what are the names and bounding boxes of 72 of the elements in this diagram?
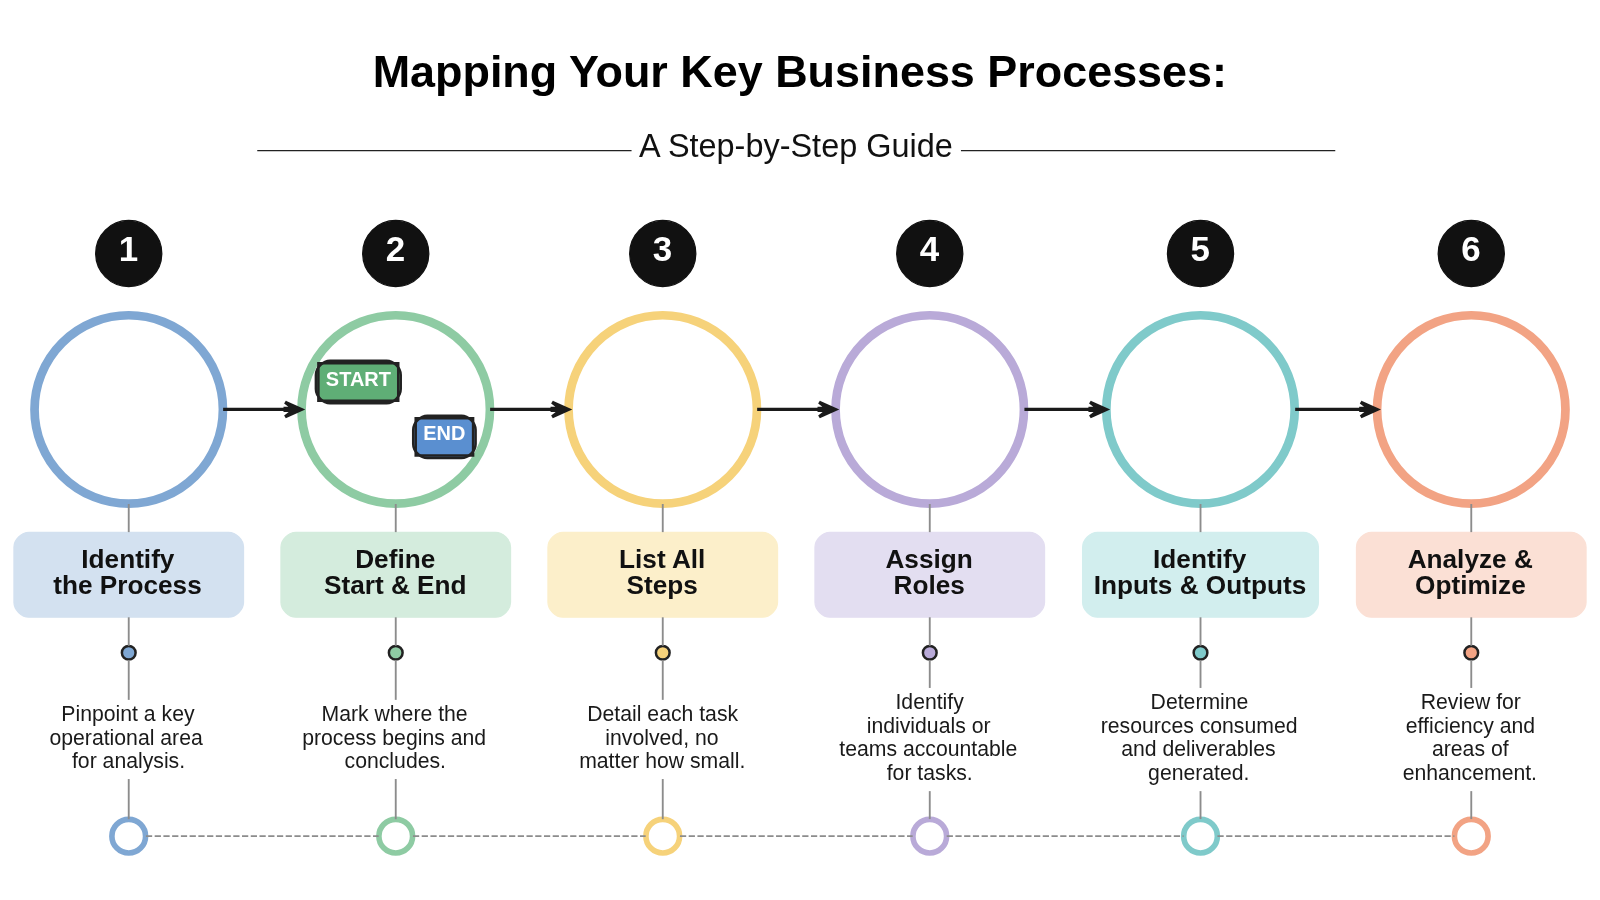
node-text: Pinpoint a key operational area for analysis.: [49, 701, 203, 773]
node-circle: [1101, 310, 1300, 508]
node-box: Analyze & Optimize: [1355, 531, 1587, 618]
arrow: [757, 400, 837, 419]
node-circle: [654, 644, 671, 661]
connector: [1199, 503, 1202, 534]
connector: [1470, 659, 1473, 689]
connector: [412, 835, 647, 838]
connector: [127, 659, 130, 701]
node-circle: [1372, 310, 1570, 508]
arrow: [1295, 400, 1379, 419]
connector: [928, 503, 931, 534]
node-circle: [120, 644, 137, 661]
diagram-title: Mapping Your Key Business Processes:: [372, 45, 1227, 97]
connector: [394, 659, 397, 701]
node-circle: [1180, 816, 1221, 856]
node-circle: [910, 816, 950, 856]
connector: [661, 503, 664, 534]
connector: [928, 659, 931, 689]
node-box: Define Start & End: [280, 531, 512, 618]
node-circle: START END: [297, 310, 495, 508]
connector: [1199, 616, 1202, 647]
connector: [127, 616, 130, 647]
node-circle: 5: [1166, 219, 1235, 288]
node-text: Identify individuals or teams accountable for tasks.: [839, 690, 1018, 785]
connector: [661, 659, 664, 701]
node-circle: [1192, 644, 1209, 661]
node-text: Review for efficiency and areas of enhancement.: [1402, 690, 1538, 785]
node-circle: [109, 816, 149, 856]
arrow: [1024, 400, 1108, 419]
connector: [928, 790, 931, 820]
node-box: List All Steps: [547, 531, 779, 618]
node-box: Identify the Process: [13, 531, 245, 618]
node-circle: [1451, 816, 1491, 856]
connector: [1470, 616, 1473, 647]
node-circle: 4: [896, 219, 964, 288]
arrow: [223, 400, 303, 419]
connector: [679, 835, 914, 838]
connector: [661, 616, 664, 647]
connector: [394, 616, 397, 647]
connector: [394, 503, 397, 534]
connector: [127, 503, 130, 534]
node-circle: [30, 310, 228, 508]
node-text: Determine resources consumed and deliverables generated.: [1100, 690, 1298, 785]
connector: [1470, 790, 1473, 820]
node-circle: [921, 644, 938, 661]
connector: [145, 835, 380, 838]
node-circle: [1463, 644, 1480, 661]
connector: [945, 835, 1185, 838]
connector: [1470, 503, 1473, 534]
connector: [928, 616, 931, 647]
connector: [1199, 659, 1202, 689]
node-box: Identify Inputs & Outputs: [1082, 531, 1320, 618]
node-box: Assign Roles: [814, 531, 1046, 618]
arrow: [490, 400, 570, 419]
connector: [661, 778, 664, 821]
node-circle: 2: [362, 219, 430, 288]
node-text: Detail each task involved, no matter how small.: [579, 701, 746, 773]
connector: [394, 778, 397, 821]
node-circle: 1: [95, 219, 163, 288]
node-circle: [387, 644, 404, 661]
connector: [127, 778, 130, 821]
label: A Step-by-Step Guide: [639, 128, 953, 165]
connector: [1199, 790, 1202, 820]
node-circle: [643, 816, 683, 856]
node-text: Mark where the process begins and concludes.: [302, 701, 487, 773]
node-circle: 6: [1437, 219, 1505, 288]
node-circle: [376, 816, 416, 856]
node-circle: 3: [629, 219, 697, 288]
node-circle: [564, 310, 762, 508]
node-circle: [831, 310, 1029, 508]
connector: [1216, 835, 1456, 838]
